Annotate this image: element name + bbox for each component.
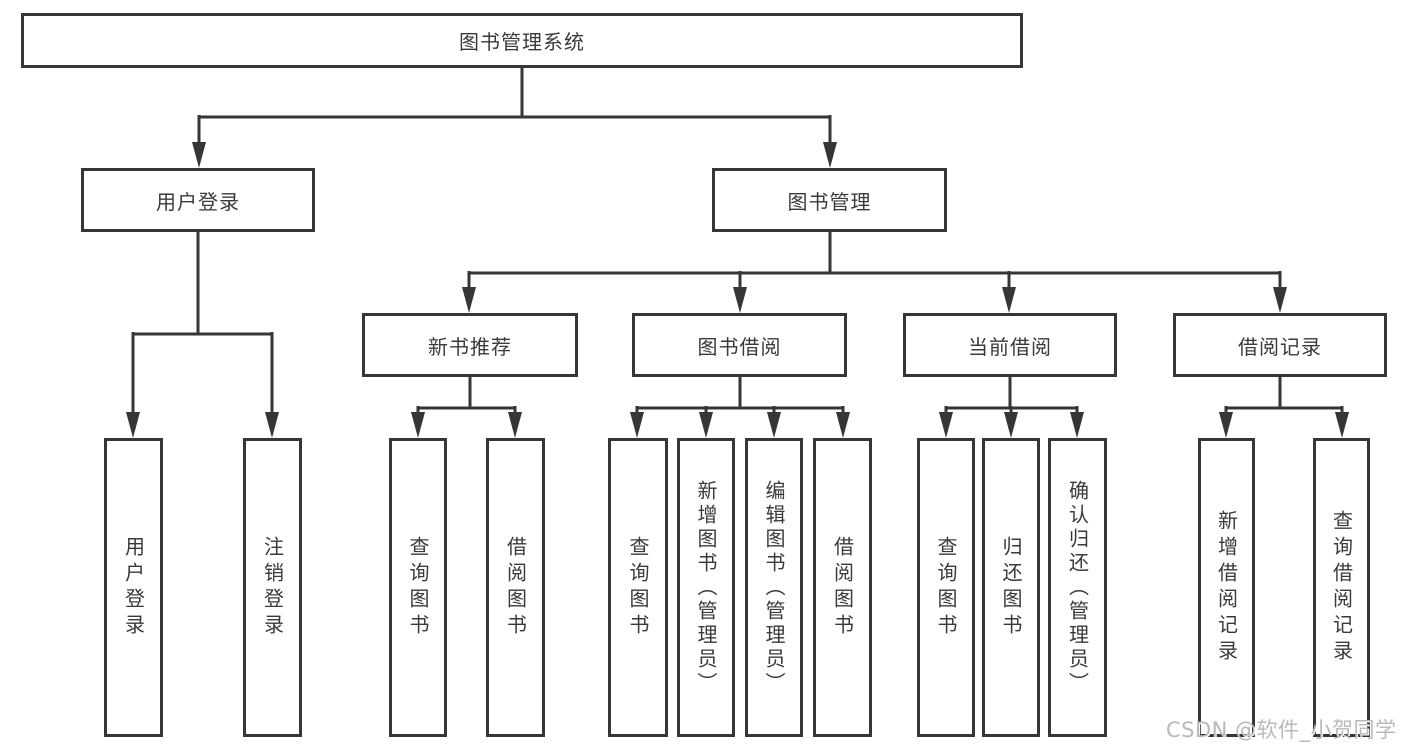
node-book-management-branch: 图书管理 <box>712 168 947 232</box>
node-book-borrowing: 图书借阅 <box>632 313 847 377</box>
node-leaf-borrowing-edit-books-admin: 编辑图书（管理员） <box>745 438 803 737</box>
node-leaf-records-query-record: 查询借阅记录 <box>1313 438 1370 737</box>
csdn-watermark: CSDN @软件_小贺同学 <box>1166 718 1397 742</box>
node-leaf-borrowing-query-books: 查询图书 <box>608 438 668 737</box>
node-leaf-recommend-borrow-books: 借阅图书 <box>486 438 545 737</box>
node-leaf-current-confirm-return-admin: 确认归还（管理员） <box>1048 438 1107 737</box>
node-leaf-borrowing-add-books-admin: 新增图书（管理员） <box>677 438 735 737</box>
node-leaf-recommend-query-books: 查询图书 <box>389 438 447 737</box>
node-leaf-current-return-books: 归还图书 <box>982 438 1040 737</box>
node-leaf-current-query-books: 查询图书 <box>917 438 975 737</box>
node-root-library-management-system: 图书管理系统 <box>21 13 1023 68</box>
node-leaf-user-login: 用户登录 <box>104 438 163 737</box>
node-leaf-records-add-record: 新增借阅记录 <box>1198 438 1255 737</box>
node-user-login-branch: 用户登录 <box>81 168 315 232</box>
node-leaf-borrowing-borrow-books: 借阅图书 <box>813 438 872 737</box>
node-current-borrowing: 当前借阅 <box>903 313 1117 377</box>
node-leaf-logout: 注销登录 <box>243 438 302 737</box>
node-new-book-recommend: 新书推荐 <box>362 313 578 377</box>
node-borrowing-records: 借阅记录 <box>1173 313 1387 377</box>
